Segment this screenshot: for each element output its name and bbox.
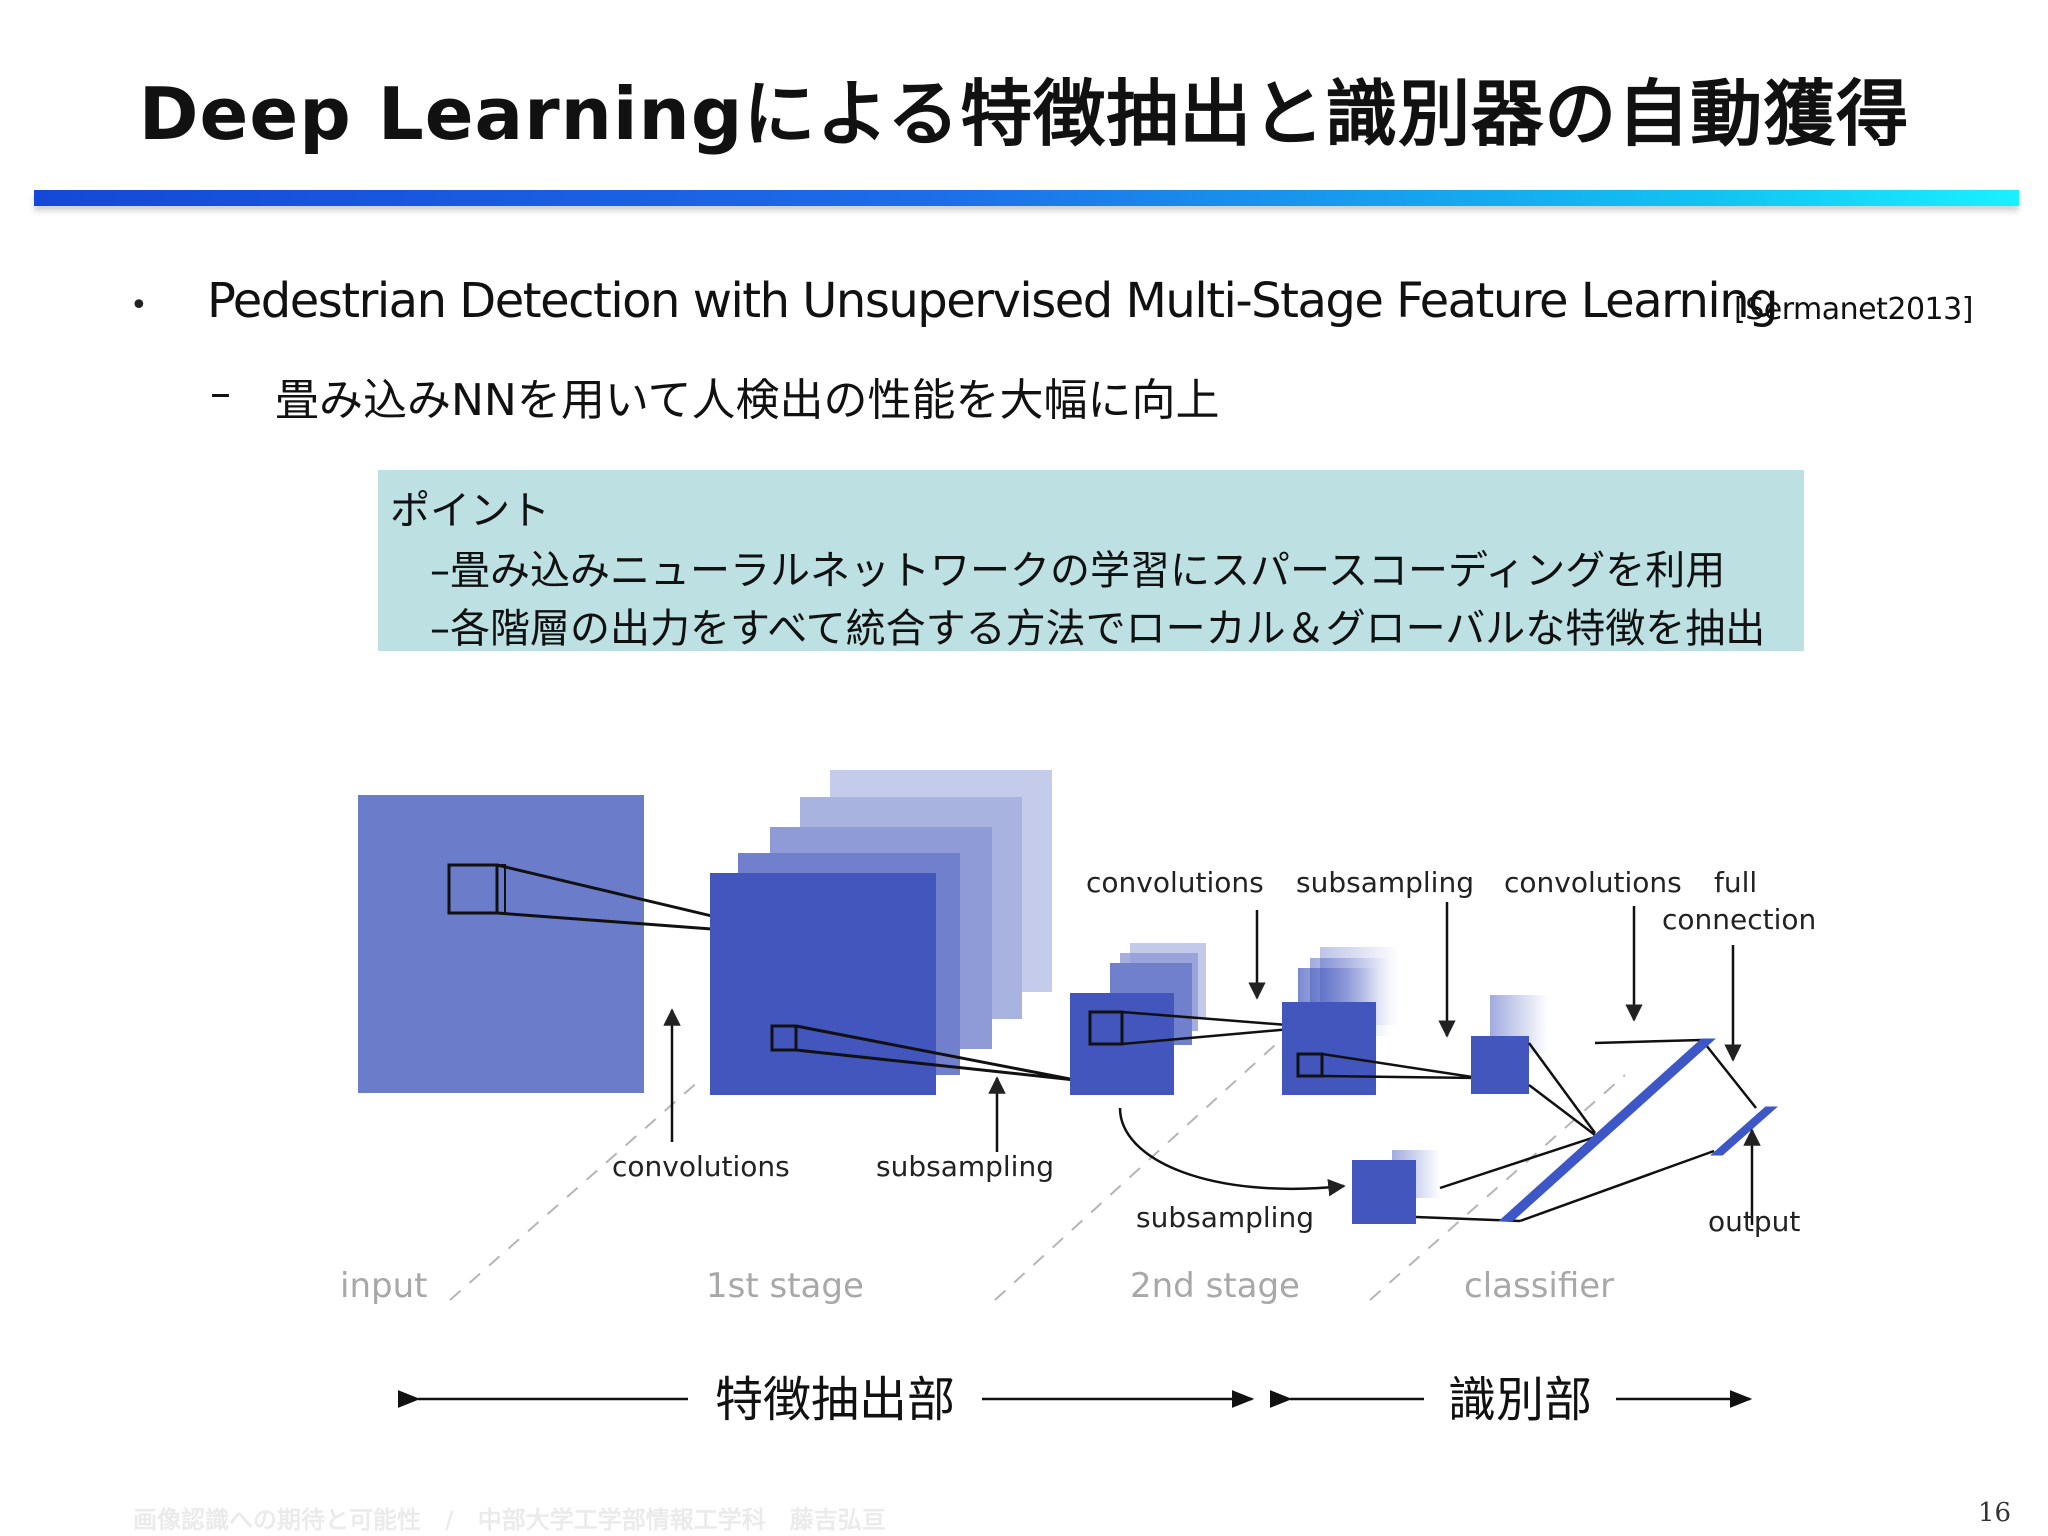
bullet-text: Pedestrian Detection with Unsupervised M…: [207, 273, 1779, 329]
page-number: 16: [1978, 1498, 2012, 1528]
label-convolutions-stage2: convolutions: [1086, 866, 1264, 899]
sub-bullet-dash: –: [210, 368, 231, 417]
label-classifier: classifier: [1464, 1266, 1614, 1306]
point-box-line-2: –各階層の出力をすべて統合する方法でローカル＆グローバルな特徴を抽出: [430, 606, 1766, 652]
label-convolutions-classifier: convolutions: [1504, 866, 1682, 899]
receptive-field-stage2: [1088, 1010, 1124, 1046]
receptive-field-stage1: [770, 1024, 798, 1052]
label-stage2: 2nd stage: [1130, 1266, 1300, 1306]
footer-text: 画像認識への期待と可能性 / 中部大学工学部情報工学科 藤吉弘亘: [133, 1506, 886, 1534]
label-input: input: [340, 1266, 427, 1306]
branch-subsample-map: [1352, 1160, 1416, 1224]
label-stage1: 1st stage: [706, 1266, 864, 1306]
feature-extraction-label: 特徴抽出部: [715, 1372, 955, 1428]
label-full-connection-1: full: [1714, 866, 1757, 899]
label-output: output: [1708, 1205, 1800, 1238]
label-convolutions-stage1: convolutions: [612, 1150, 790, 1183]
sub-bullet-text: 畳み込みNNを用いて人検出の性能を大幅に向上: [275, 375, 1220, 426]
stage-divider-lines: [449, 1044, 1626, 1301]
classifier-section-label: 識別部: [1448, 1372, 1592, 1428]
cnn-architecture-diagram: convolutions subsampling convolutions su…: [340, 770, 1816, 1428]
output-layer: [1710, 1106, 1778, 1156]
stage1-feature-map: [710, 873, 936, 1095]
bullet-reference: [Sermanet2013]: [1734, 292, 1973, 327]
fully-connected-layer: [1498, 1038, 1716, 1222]
stage2-subsample-map: [1282, 1002, 1376, 1095]
point-box-title: ポイント: [390, 488, 550, 534]
label-full-connection-2: connection: [1662, 903, 1816, 936]
label-subsampling-branch: subsampling: [1136, 1201, 1314, 1234]
label-subsampling-stage1: subsampling: [876, 1150, 1054, 1183]
classifier-conv-map: [1471, 1036, 1529, 1094]
title-underline-bar: [34, 190, 2019, 206]
input-feature-map: [358, 795, 644, 1093]
bullet-marker: •: [130, 288, 148, 323]
label-subsampling-stage2: subsampling: [1296, 866, 1474, 899]
point-box: ポイント –畳み込みニューラルネットワークの学習にスパースコーディングを利用 –…: [378, 470, 1804, 652]
slide-title: Deep Learningによる特徴抽出と識別器の自動獲得: [138, 72, 1910, 156]
point-box-line-1: –畳み込みニューラルネットワークの学習にスパースコーディングを利用: [430, 548, 1726, 594]
